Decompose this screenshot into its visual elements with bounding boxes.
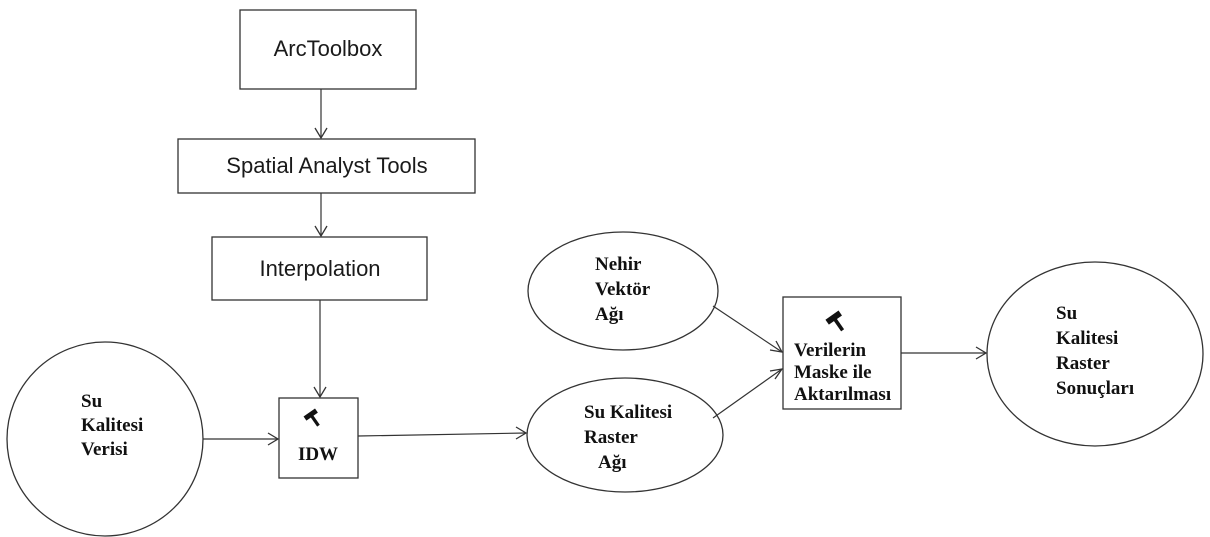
su-kalitesi-verisi-line-2: Kalitesi (81, 415, 143, 436)
hammer-icon (825, 310, 845, 332)
spatial-analyst-box (177, 138, 476, 194)
interpolation-box (211, 236, 428, 301)
arrow-spatial-to-interpolation (314, 193, 328, 238)
su-kalitesi-raster-agi-line-3: Ağı (598, 452, 627, 473)
hammer-icon (303, 408, 320, 427)
su-kalitesi-raster-agi-line-2: Raster (584, 427, 638, 448)
su-kalitesi-raster-agi-line-1: Su Kalitesi (584, 402, 672, 423)
sonuclari-node: Su Kalitesi Raster Sonuçları (986, 261, 1204, 447)
sonuclari-line-1: Su (1056, 303, 1078, 324)
idw-label: IDW (298, 444, 338, 465)
nehir-vektor-agi-ellipse (527, 231, 719, 351)
maske-box (782, 296, 902, 410)
arrow-nehir-to-maske (712, 305, 784, 353)
arctoolbox-box (239, 9, 417, 90)
su-kalitesi-verisi-line-3: Verisi (81, 439, 128, 460)
su-kalitesi-verisi-line-1: Su (81, 391, 103, 412)
spatial-analyst-label: Spatial Analyst Tools (226, 153, 427, 178)
nehir-vektor-agi-line-2: Vektör (595, 279, 651, 300)
sonuclari-ellipse (986, 261, 1204, 447)
maske-line-1: Verilerin (794, 340, 867, 361)
arctoolbox-node: ArcToolbox (239, 9, 417, 90)
nehir-vektor-agi-node: Nehir Vektör Ağı (527, 231, 719, 351)
interpolation-node: Interpolation (211, 236, 428, 301)
arrow-maske-to-sonuclari (901, 346, 988, 360)
arctoolbox-label: ArcToolbox (274, 36, 383, 61)
su-kalitesi-raster-agi-node: Su Kalitesi Raster Ağı (526, 377, 724, 493)
su-kalitesi-raster-agi-ellipse (526, 377, 724, 493)
sonuclari-line-2: Kalitesi (1056, 328, 1118, 349)
nehir-vektor-agi-line-3: Ağı (595, 304, 624, 325)
nehir-vektor-agi-line-1: Nehir (595, 254, 642, 275)
idw-box (278, 397, 359, 479)
arrow-arctoolbox-to-spatial (314, 89, 328, 140)
sonuclari-line-3: Raster (1056, 353, 1110, 374)
arrow-verisi-to-idw (203, 432, 280, 446)
spatial-analyst-node: Spatial Analyst Tools (177, 138, 476, 194)
interpolation-label: Interpolation (259, 256, 380, 281)
maske-line-3: Aktarılması (794, 384, 891, 405)
arrow-idw-to-raster-agi (357, 426, 528, 440)
maske-node: Verilerin Maske ile Aktarılması (782, 296, 902, 410)
maske-line-2: Maske ile (794, 362, 872, 383)
su-kalitesi-verisi-node: Su Kalitesi Verisi (6, 341, 204, 537)
arrow-interpolation-to-idw (313, 300, 327, 399)
idw-node: IDW (278, 397, 359, 479)
arrow-raster-agi-to-maske (712, 368, 784, 419)
sonuclari-line-4: Sonuçları (1056, 378, 1134, 399)
